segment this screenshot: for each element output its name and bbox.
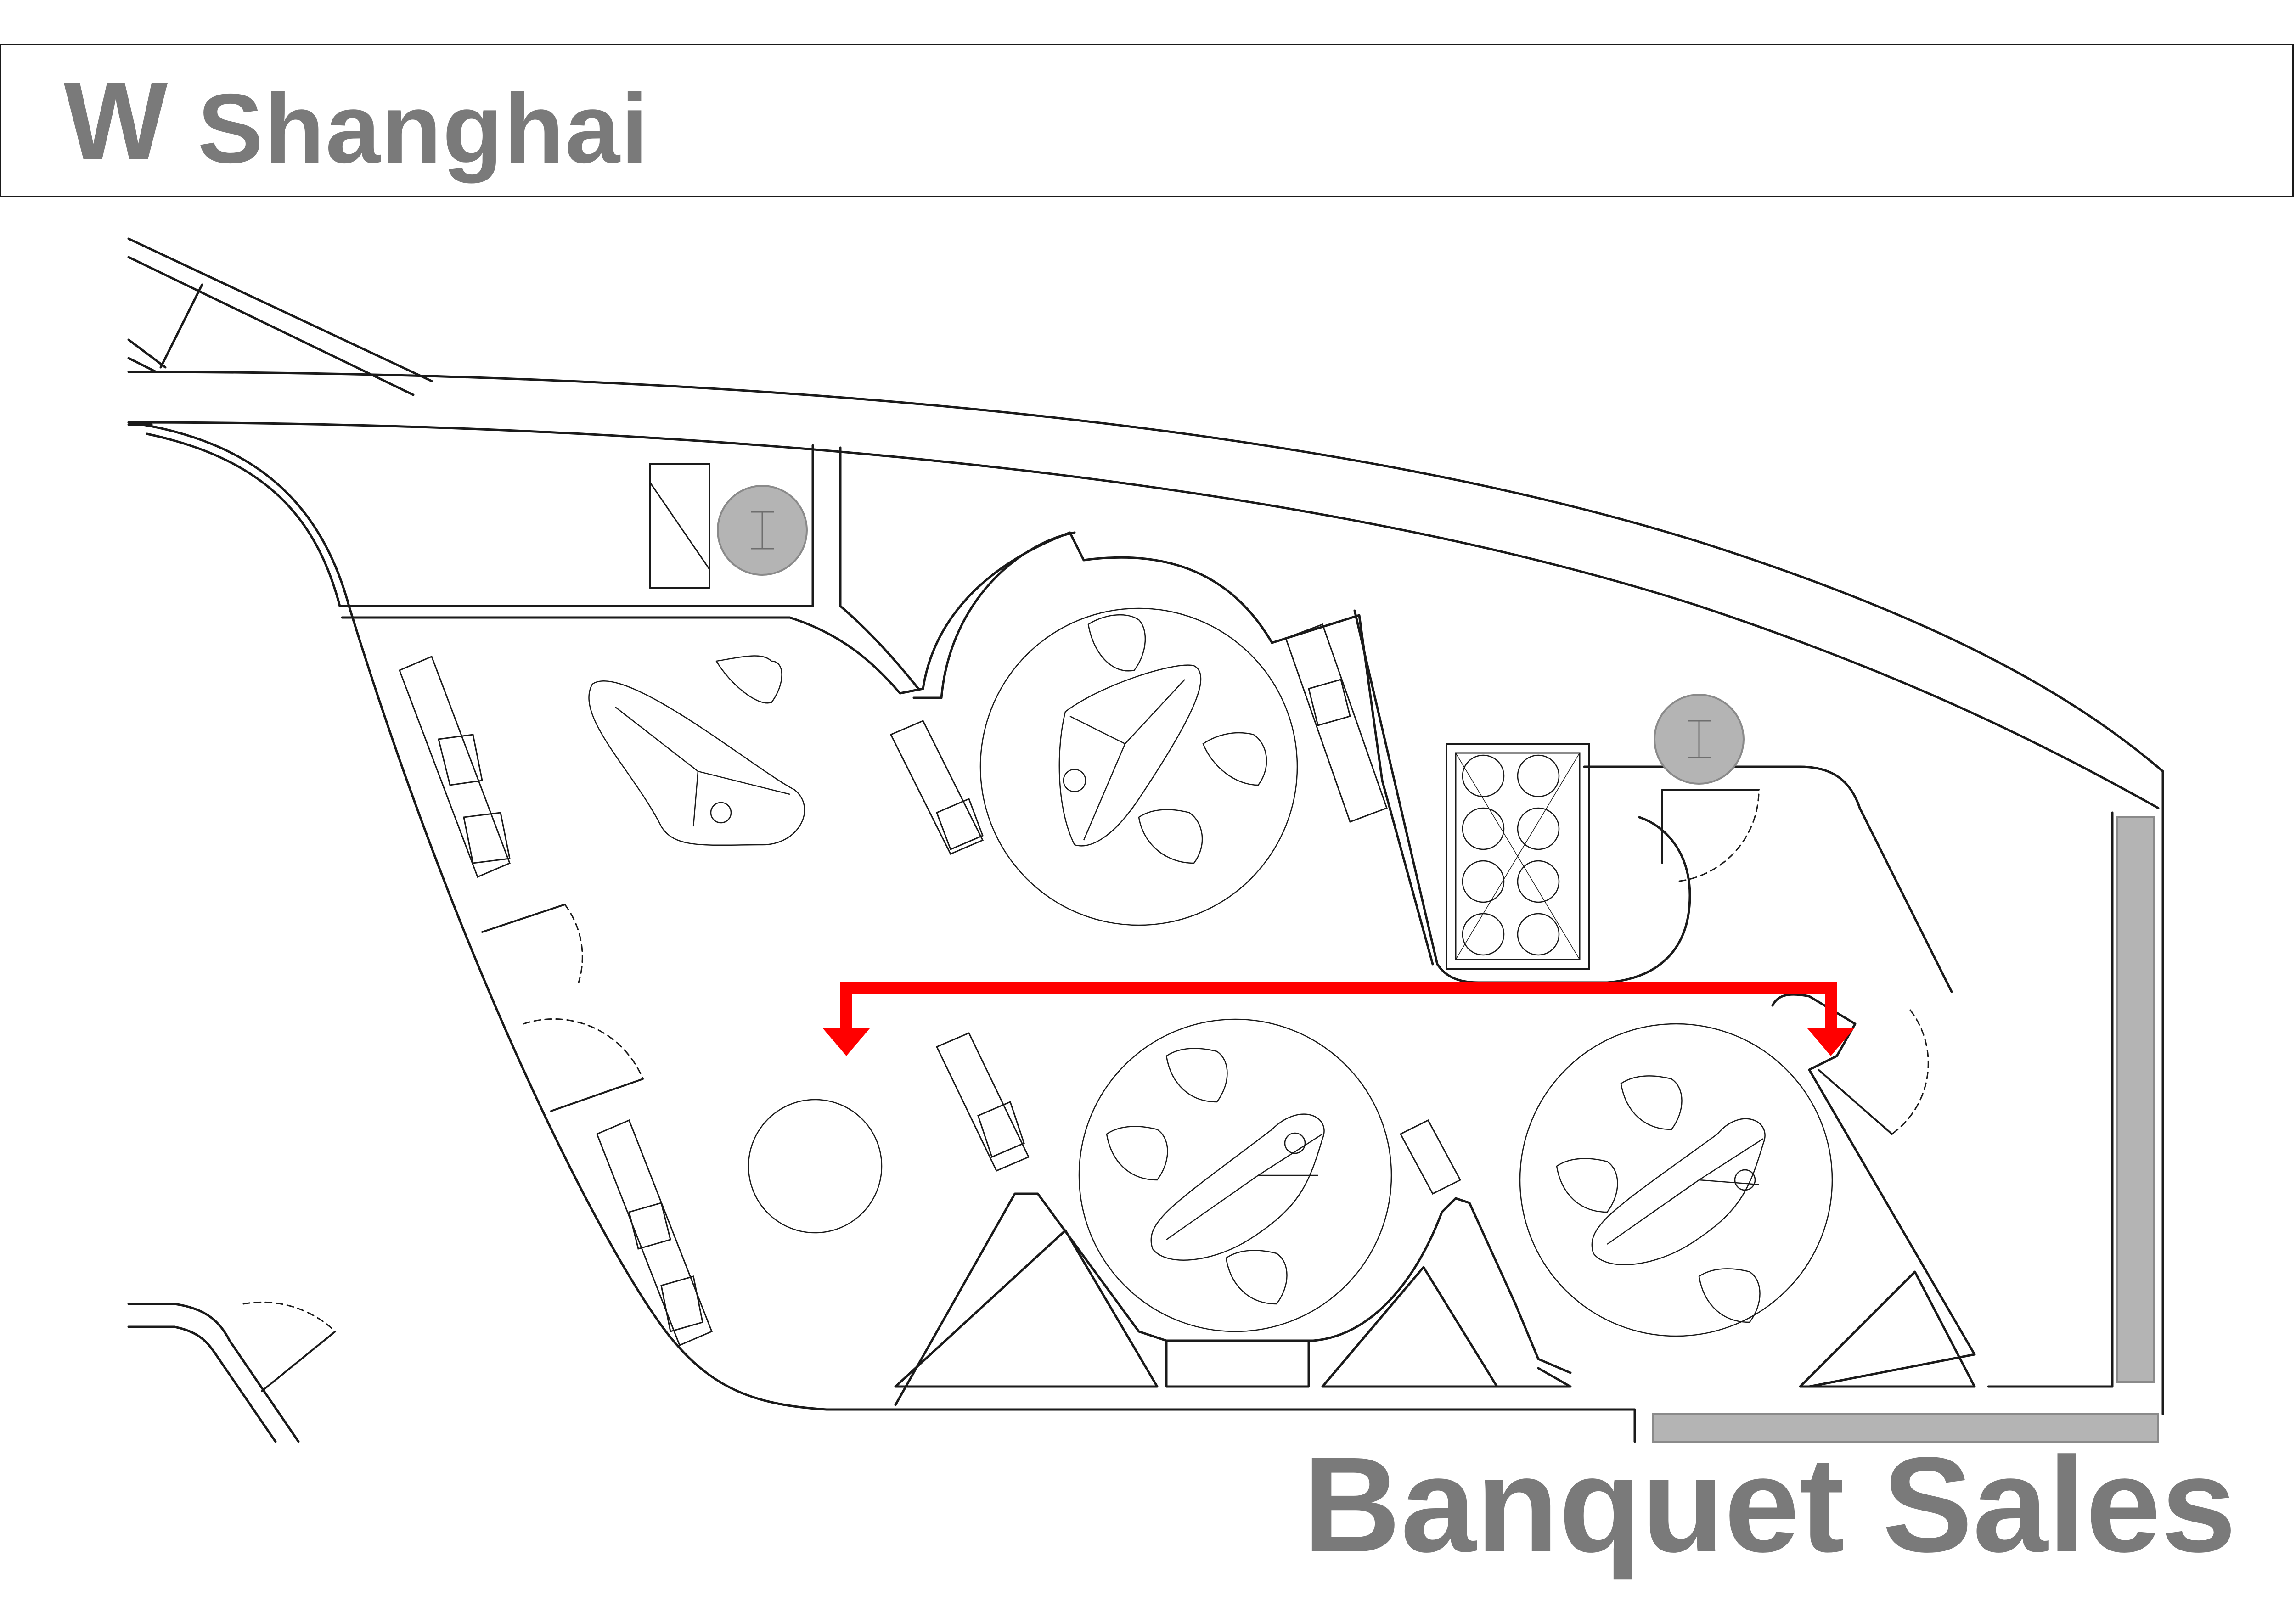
route-arrow-icon bbox=[823, 982, 1854, 1056]
door-leaf bbox=[261, 1331, 336, 1392]
meeting-room-wall bbox=[1771, 993, 1976, 1388]
bench-icon bbox=[399, 623, 1462, 1346]
w-logo-letter: W bbox=[64, 77, 168, 164]
w-logo-icon: W bbox=[64, 77, 168, 164]
triangle-room-e bbox=[1799, 1270, 1976, 1388]
structural-column-icon bbox=[1652, 1413, 2159, 1443]
facade-inner-wall bbox=[127, 421, 2160, 809]
bottom-left-wall bbox=[127, 1303, 300, 1443]
storage-room bbox=[338, 444, 920, 690]
triangle-room-a bbox=[894, 1229, 1159, 1388]
facade-outer-wall bbox=[127, 371, 2164, 773]
chair-icon bbox=[1106, 1048, 1288, 1305]
partition-wall bbox=[1271, 614, 1434, 966]
door-leaf bbox=[1661, 789, 1760, 864]
corridor-wall-right bbox=[1583, 765, 1953, 993]
chair-icon bbox=[715, 655, 782, 704]
door-swing-icon bbox=[523, 1018, 644, 1080]
round-table-icon bbox=[1078, 1018, 1392, 1332]
section-title: Banquet Sales bbox=[1303, 1429, 2236, 1580]
left-inner-wall bbox=[146, 432, 341, 607]
left-curved-wall bbox=[127, 421, 1636, 1443]
structural-column-icon bbox=[2116, 816, 2155, 1383]
chair-icon bbox=[1087, 614, 1267, 864]
round-table-icon bbox=[748, 1099, 883, 1234]
lounge-wall-inner bbox=[912, 531, 1076, 699]
door-leaf bbox=[1818, 1069, 1893, 1135]
chair-icon bbox=[1556, 1075, 1761, 1323]
door-leaf bbox=[550, 1078, 644, 1112]
wine-rack-icon bbox=[1446, 743, 1590, 970]
lounge-boundary bbox=[341, 531, 1273, 695]
round-table-icon bbox=[979, 607, 1298, 926]
header-bar bbox=[0, 44, 2294, 197]
storage-cabinet bbox=[649, 463, 710, 589]
door-swing-icon bbox=[242, 1301, 336, 1332]
small-room-b bbox=[1165, 1339, 1310, 1388]
round-table-icon bbox=[1519, 1023, 1833, 1337]
door-swing-icon bbox=[1675, 793, 1760, 882]
triangle-room-c bbox=[1321, 1266, 1498, 1388]
door-leaf bbox=[481, 904, 566, 933]
corridor-wall bbox=[1353, 609, 1691, 984]
door-swing-icon bbox=[1891, 1009, 1929, 1135]
triangle-room-d bbox=[1496, 1367, 1572, 1388]
brand-name: Shanghai bbox=[197, 73, 649, 184]
lower-rooms-wall bbox=[894, 1192, 1572, 1406]
window-frame bbox=[127, 237, 433, 396]
door-swing-icon bbox=[564, 904, 583, 983]
table-icon bbox=[588, 680, 805, 846]
